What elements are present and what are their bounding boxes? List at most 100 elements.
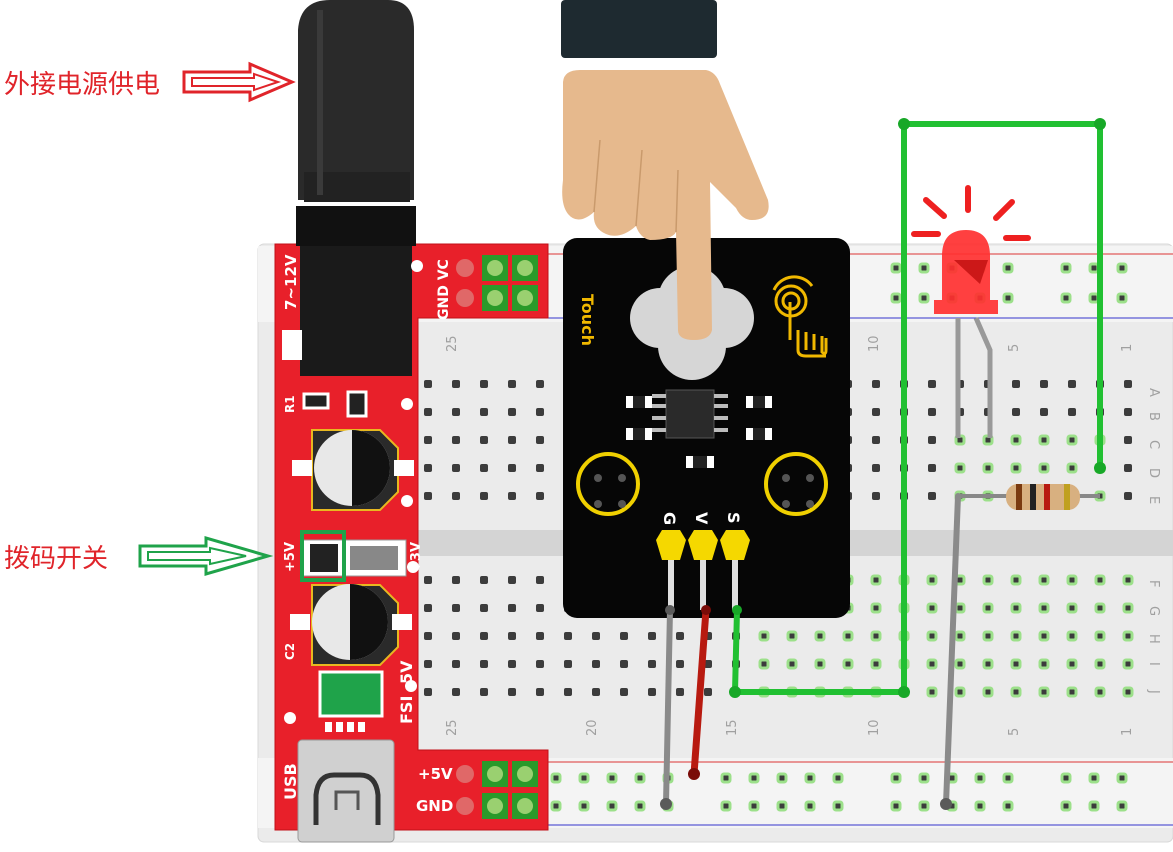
- dip-switch-highlight: [300, 530, 346, 582]
- breadboard-hole: [1116, 772, 1128, 784]
- breadboard-hole: [1088, 262, 1100, 274]
- breadboard-hole: [452, 464, 460, 472]
- breadboard-hole: [870, 630, 882, 642]
- breadboard-hole: [1094, 574, 1106, 586]
- breadboard-hole: [890, 292, 902, 304]
- col-num: 5: [1007, 728, 1022, 736]
- breadboard-hole: [918, 800, 930, 812]
- breadboard-hole: [786, 658, 798, 670]
- breadboard-hole: [842, 658, 854, 670]
- breadboard-hole: [974, 772, 986, 784]
- breadboard-hole: [1038, 630, 1050, 642]
- row-letters: A B C D E F G H I J: [1146, 388, 1161, 694]
- arrow-red-icon: [182, 61, 296, 103]
- breadboard-hole: [918, 292, 930, 304]
- breadboard-hole: [424, 380, 432, 388]
- gnd-vc-label: GND VC: [436, 259, 452, 320]
- breadboard-hole: [982, 574, 994, 586]
- breadboard-hole: [1010, 658, 1022, 670]
- breadboard-hole: [926, 686, 938, 698]
- breadboard-hole: [1060, 292, 1072, 304]
- col-num: 20: [585, 719, 600, 736]
- breadboard-hole: [1066, 602, 1078, 614]
- breadboard-hole: [564, 632, 572, 640]
- header-5v-gnd: [456, 761, 538, 819]
- c2-label: C2: [283, 643, 297, 660]
- breadboard-hole: [1122, 630, 1134, 642]
- breadboard-hole: [872, 464, 880, 472]
- breadboard-hole: [928, 436, 936, 444]
- breadboard-hole: [974, 800, 986, 812]
- breadboard-hole: [926, 630, 938, 642]
- wire-gray-gnd: [663, 607, 673, 807]
- breadboard-hole: [890, 800, 902, 812]
- breadboard-hole: [982, 658, 994, 670]
- breadboard-hole: [676, 632, 684, 640]
- breadboard-hole: [1068, 380, 1076, 388]
- breadboard-hole: [648, 632, 656, 640]
- fsi-label: FSI: [397, 696, 416, 724]
- breadboard-hole: [1094, 602, 1106, 614]
- breadboard-hole: [954, 462, 966, 474]
- breadboard-hole: [480, 604, 488, 612]
- breadboard-hole: [1002, 262, 1014, 274]
- breadboard-hole: [424, 436, 432, 444]
- breadboard-hole: [1094, 686, 1106, 698]
- wire-green-signal: [732, 121, 1103, 695]
- breadboard-hole: [508, 492, 516, 500]
- breadboard-hole: [1012, 408, 1020, 416]
- breadboard-hole: [890, 262, 902, 274]
- breadboard-hole: [758, 658, 770, 670]
- breadboard-hole: [536, 380, 544, 388]
- usb-label: USB: [281, 763, 300, 800]
- breadboard-hole: [1060, 262, 1072, 274]
- breadboard-hole: [508, 436, 516, 444]
- breadboard-hole: [452, 408, 460, 416]
- breadboard-hole: [606, 772, 618, 784]
- breadboard-hole: [1094, 630, 1106, 642]
- breadboard-hole: [1122, 602, 1134, 614]
- breadboard-hole: [832, 772, 844, 784]
- breadboard-hole: [804, 800, 816, 812]
- touch-logo-icon: [772, 275, 828, 358]
- breadboard-hole: [704, 688, 712, 696]
- breadboard-hole: [1002, 292, 1014, 304]
- breadboard-hole: [1088, 800, 1100, 812]
- breadboard-hole: [620, 632, 628, 640]
- breadboard-hole: [592, 632, 600, 640]
- breadboard-hole: [536, 464, 544, 472]
- breadboard-hole: [480, 576, 488, 584]
- breadboard-hole: [1122, 686, 1134, 698]
- breadboard-hole: [592, 688, 600, 696]
- breadboard-hole: [926, 658, 938, 670]
- breadboard-hole: [1094, 658, 1106, 670]
- row-letter: J: [1146, 689, 1161, 694]
- breadboard-hole: [1124, 492, 1132, 500]
- breadboard-hole: [424, 688, 432, 696]
- breadboard-hole: [536, 576, 544, 584]
- breadboard-hole: [536, 436, 544, 444]
- breadboard-hole: [1010, 462, 1022, 474]
- breadboard-hole: [1124, 436, 1132, 444]
- breadboard-hole: [578, 772, 590, 784]
- breadboard-hole: [452, 436, 460, 444]
- breadboard-hole: [928, 408, 936, 416]
- breadboard-hole: [776, 800, 788, 812]
- breadboard-hole: [1010, 434, 1022, 446]
- pin-s-label: S: [724, 512, 743, 524]
- col-num: 25: [445, 335, 460, 352]
- breadboard-hole: [926, 602, 938, 614]
- breadboard-hole: [508, 660, 516, 668]
- col-num: 1: [1120, 344, 1135, 352]
- row-letter: I: [1146, 662, 1161, 666]
- breadboard-hole: [1012, 380, 1020, 388]
- breadboard-hole: [872, 436, 880, 444]
- pin-g-label: G: [660, 512, 679, 525]
- voltage-range-label: 7~12V: [282, 254, 300, 310]
- breadboard-hole: [452, 492, 460, 500]
- pin-v-label: V: [692, 512, 711, 525]
- resistor: [958, 484, 1100, 510]
- breadboard-hole: [480, 632, 488, 640]
- breadboard-hole: [550, 772, 562, 784]
- breadboard-hole: [508, 632, 516, 640]
